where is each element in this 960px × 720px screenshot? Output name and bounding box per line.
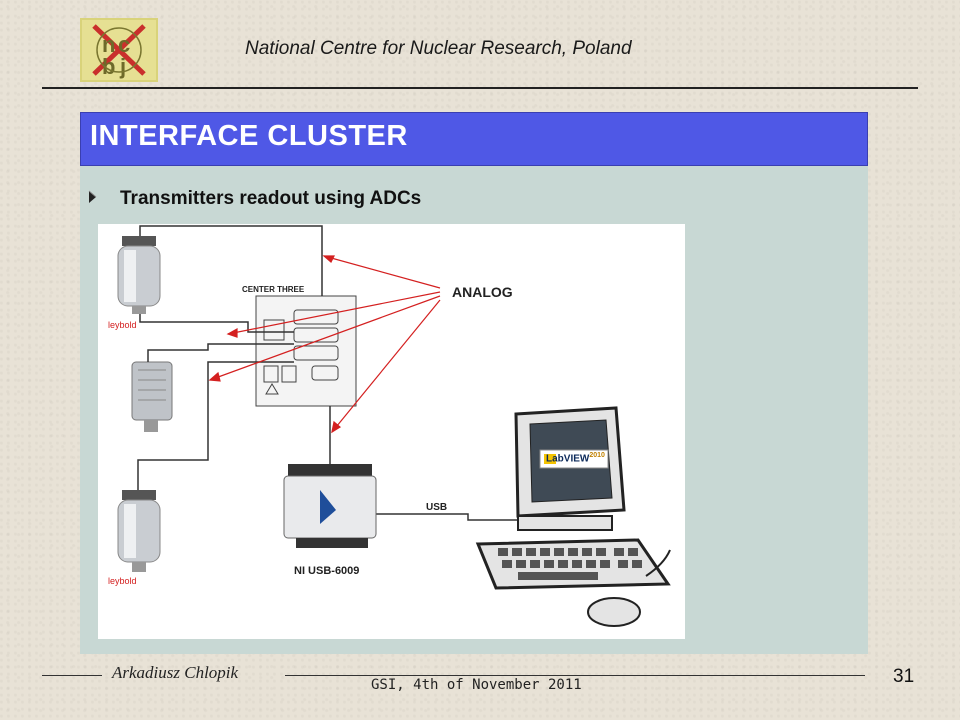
software-logo: LabVIEW2010 xyxy=(546,452,605,464)
center-three-controller xyxy=(255,295,357,407)
hub-label: CENTER THREE xyxy=(242,285,305,294)
footer-divider-right xyxy=(285,675,865,676)
author-name: Arkadiusz Chlopik xyxy=(112,663,239,682)
ni-usb-6009-device xyxy=(283,464,377,548)
institution-name: National Centre for Nuclear Research, Po… xyxy=(245,38,632,59)
pressure-transmitter-2 xyxy=(131,361,173,432)
pressure-transmitter-1 xyxy=(117,236,161,314)
analog-arrows xyxy=(208,255,441,434)
system-diagram: CENTER THREE ANALOG USB NI USB-6009 LabV… xyxy=(98,224,685,639)
svg-text:n: n xyxy=(102,32,115,57)
event-info: GSI, 4th of November 2011 xyxy=(371,677,582,693)
footer-divider-left xyxy=(42,675,102,676)
daq-label: NI USB-6009 xyxy=(294,565,360,577)
bullet-icon xyxy=(88,190,97,203)
slide-title: INTERFACE CLUSTER xyxy=(90,120,408,152)
bullet-text: Transmitters readout using ADCs xyxy=(120,188,422,209)
sensor-cables xyxy=(137,225,518,521)
diagram-canvas xyxy=(117,225,671,627)
header-divider xyxy=(42,87,918,89)
software-year: 2010 xyxy=(589,452,605,459)
software-name: LabVIEW xyxy=(546,453,590,465)
pressure-transmitter-3 xyxy=(117,490,161,572)
title-bar xyxy=(80,112,868,166)
svg-text:j: j xyxy=(119,54,126,79)
usb-label: USB xyxy=(426,502,448,513)
ncbj-logo-icon: n c b j xyxy=(80,18,158,82)
brand-label-1: leybold xyxy=(108,320,137,330)
svg-text:b: b xyxy=(102,54,115,79)
analog-label: ANALOG xyxy=(452,284,513,300)
page-number: 31 xyxy=(893,666,915,687)
brand-label-3: leybold xyxy=(108,576,137,586)
computer-workstation xyxy=(475,406,671,627)
svg-text:c: c xyxy=(118,32,130,57)
